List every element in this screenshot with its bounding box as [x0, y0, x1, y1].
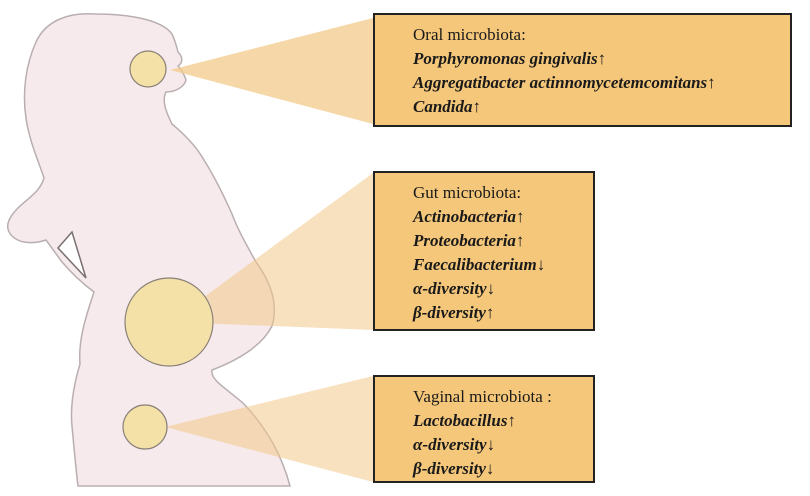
gut-item: β-diversity↑ [413, 303, 495, 322]
vaginal-item: β-diversity↓ [413, 459, 495, 478]
oral-microbiota-box: Oral microbiota: Porphyromonas gingivali… [373, 13, 792, 127]
vaginal-microbiota-title: Vaginal microbiota : [413, 387, 552, 406]
gut-circle [124, 277, 214, 367]
vaginal-item: α-diversity↓ [413, 435, 496, 454]
oral-item: Aggregatibacter actinnomycetemcomitans↑ [413, 73, 716, 92]
oral-item: Porphyromonas gingivalis↑ [413, 49, 607, 68]
gut-item: Actinobacteria↑ [413, 207, 525, 226]
gut-item: Proteobacteria↑ [413, 231, 525, 250]
oral-item: Candida↑ [413, 97, 482, 116]
pregnant-woman-silhouette [7, 12, 291, 487]
vaginal-item: Lactobacillus↑ [413, 411, 516, 430]
vaginal-microbiota-box: Vaginal microbiota : Lactobacillus↑ α-di… [373, 375, 595, 483]
gut-microbiota-box: Gut microbiota: Actinobacteria↑ Proteoba… [373, 171, 595, 331]
gut-item: Faecalibacterium↓ [413, 255, 546, 274]
gut-beam [170, 173, 373, 330]
gut-item: α-diversity↓ [413, 279, 496, 298]
vagina-circle [122, 404, 168, 450]
vaginal-beam [165, 376, 373, 482]
oral-beam [170, 18, 373, 124]
arm-gap-triangle [56, 230, 87, 279]
mouth-circle [129, 50, 167, 88]
gut-microbiota-title: Gut microbiota: [413, 183, 522, 202]
oral-microbiota-title: Oral microbiota: [413, 25, 526, 44]
